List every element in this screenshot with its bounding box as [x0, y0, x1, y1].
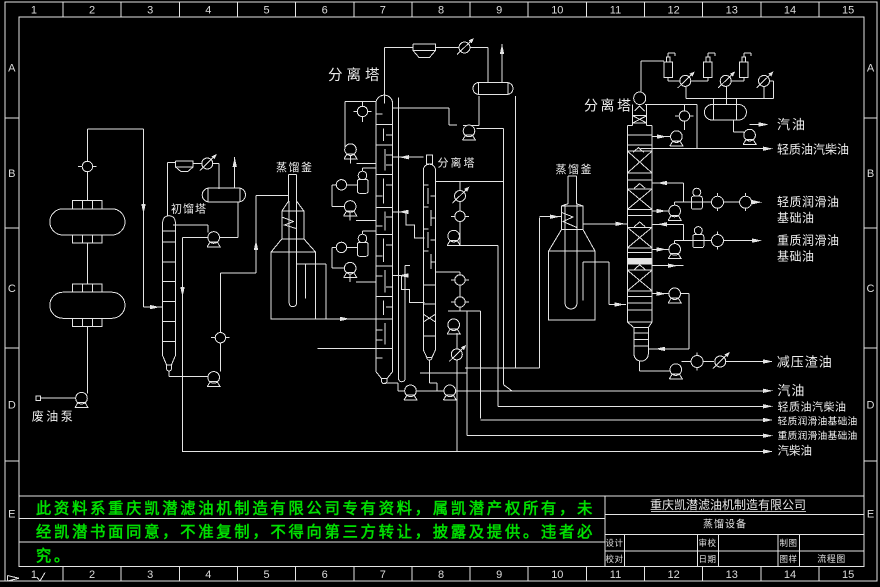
svg-text:轻质油汽柴油: 轻质油汽柴油: [778, 400, 847, 414]
svg-text:C: C: [867, 283, 875, 295]
svg-text:流程图: 流程图: [817, 553, 846, 564]
svg-text:E: E: [8, 509, 15, 521]
svg-text:6: 6: [322, 5, 328, 17]
svg-text:7: 7: [380, 569, 386, 581]
svg-text:轻质润滑油基础油: 轻质润滑油基础油: [778, 415, 858, 428]
svg-text:10: 10: [551, 569, 563, 581]
svg-text:12: 12: [668, 569, 680, 581]
svg-text:5: 5: [263, 5, 269, 17]
svg-text:究。: 究。: [36, 547, 72, 565]
svg-text:基础油: 基础油: [777, 211, 815, 225]
svg-text:9: 9: [496, 569, 502, 581]
svg-text:分离塔: 分离塔: [328, 67, 384, 84]
svg-text:审校: 审校: [698, 538, 716, 548]
svg-text:B: B: [8, 168, 15, 180]
svg-text:6: 6: [322, 569, 328, 581]
svg-text:15: 15: [842, 5, 854, 17]
svg-text:A: A: [867, 62, 875, 74]
svg-text:基础油: 基础油: [777, 250, 815, 264]
svg-text:汽油: 汽油: [777, 117, 807, 132]
svg-text:此资料系重庆凯潜滤油机制造有限公司专有资料，属凯潜产权所有，: 此资料系重庆凯潜滤油机制造有限公司专有资料，属凯潜产权所有，未: [36, 499, 595, 517]
svg-text:轻质油汽柴油: 轻质油汽柴油: [777, 142, 849, 157]
svg-text:7: 7: [380, 5, 386, 17]
svg-text:12: 12: [668, 5, 680, 17]
svg-text:8: 8: [438, 5, 444, 17]
svg-text:2: 2: [89, 569, 95, 581]
svg-text:C: C: [8, 283, 16, 295]
svg-text:蒸馏釜: 蒸馏釜: [556, 162, 594, 176]
svg-text:5: 5: [263, 569, 269, 581]
svg-text:11: 11: [610, 569, 621, 581]
svg-text:10: 10: [551, 5, 563, 17]
svg-text:3: 3: [147, 569, 153, 581]
svg-text:D: D: [867, 400, 875, 412]
svg-text:3: 3: [147, 5, 153, 17]
svg-text:1: 1: [31, 569, 37, 581]
svg-text:9: 9: [496, 5, 502, 17]
svg-text:重质润滑油: 重质润滑油: [777, 234, 840, 248]
svg-text:4: 4: [205, 5, 211, 17]
svg-text:制图: 制图: [779, 538, 797, 548]
svg-text:校对: 校对: [605, 554, 623, 564]
svg-text:汽柴油: 汽柴油: [778, 444, 813, 458]
svg-text:E: E: [867, 509, 874, 521]
svg-text:初馏塔: 初馏塔: [171, 202, 207, 216]
svg-text:2: 2: [89, 5, 95, 17]
svg-text:11: 11: [610, 5, 621, 17]
svg-text:废油泵: 废油泵: [32, 409, 76, 424]
svg-text:4: 4: [205, 569, 211, 581]
svg-text:重质润滑油基础油: 重质润滑油基础油: [778, 429, 858, 442]
svg-text:经凯潜书面同意，不准复制，不得向第三方转让，披露及提供。违者: 经凯潜书面同意，不准复制，不得向第三方转让，披露及提供。违者必: [36, 523, 595, 541]
svg-text:A: A: [8, 62, 16, 74]
svg-text:蒸馏釜: 蒸馏釜: [276, 160, 314, 174]
svg-text:减压渣油: 减压渣油: [777, 354, 833, 369]
svg-text:设计: 设计: [605, 538, 623, 548]
svg-text:汽油: 汽油: [777, 383, 805, 398]
svg-text:分离塔: 分离塔: [438, 156, 477, 170]
svg-text:8: 8: [438, 569, 444, 581]
svg-text:B: B: [867, 168, 874, 180]
svg-text:轻质润滑油: 轻质润滑油: [777, 195, 840, 209]
svg-text:图样: 图样: [779, 554, 797, 564]
svg-text:14: 14: [784, 5, 796, 17]
svg-text:D: D: [8, 400, 16, 412]
svg-text:分离塔: 分离塔: [584, 98, 634, 114]
svg-text:14: 14: [784, 569, 796, 581]
svg-text:1: 1: [31, 5, 37, 17]
svg-text:13: 13: [726, 5, 738, 17]
svg-text:13: 13: [726, 569, 738, 581]
svg-text:15: 15: [842, 569, 854, 581]
svg-text:日期: 日期: [698, 554, 716, 564]
svg-text:蒸馏设备: 蒸馏设备: [703, 518, 747, 531]
svg-text:重庆凯潜滤油机制造有限公司: 重庆凯潜滤油机制造有限公司: [650, 498, 806, 512]
